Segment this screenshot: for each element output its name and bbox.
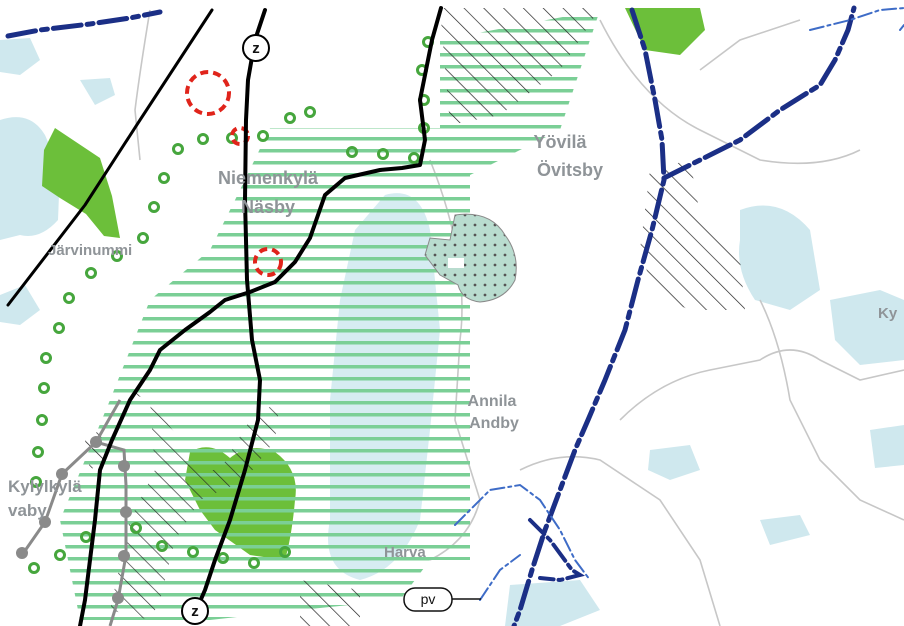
water-body (870, 425, 904, 468)
water-body (830, 290, 904, 365)
place-annila: Annila (468, 393, 517, 410)
water-body (0, 38, 40, 75)
place-kylylkyla: Kylylkylä (8, 477, 82, 496)
place-jarvinummi: Järvinummi (48, 242, 132, 259)
place-labels: Niemenkylä Näsby Yövilä Övitsby Annila A… (8, 132, 898, 561)
reserve-circle (253, 247, 283, 277)
reserve-circles (185, 70, 283, 277)
green-hatch-area (60, 10, 600, 620)
route-marker-bottom[interactable]: z (181, 597, 209, 625)
place-ovitsby: Övitsby (537, 160, 603, 180)
blue-boundaries (5, 5, 904, 626)
black-hatch-areas (85, 8, 745, 626)
reserve-circle (230, 126, 250, 146)
water-body (739, 205, 820, 310)
pv-label: pv (421, 591, 436, 607)
water-body (80, 78, 115, 105)
place-niemenkyla: Niemenkylä (218, 168, 319, 188)
water-body (648, 445, 700, 480)
water-body (760, 515, 810, 545)
place-nasby: Näsby (241, 197, 295, 217)
dotted-area (424, 213, 517, 303)
route-marker-label: z (252, 40, 260, 57)
water-body (0, 285, 40, 325)
place-vaby: vaby (8, 501, 47, 520)
water-body (505, 580, 600, 626)
place-ky: Ky (878, 305, 898, 322)
place-andby: Andby (469, 415, 519, 432)
route-markers: z z (181, 34, 270, 625)
gray-road (16, 399, 132, 626)
route-marker-top[interactable]: z (242, 34, 270, 62)
pv-marker[interactable]: pv (403, 587, 481, 612)
gray-boundaries (134, 9, 904, 626)
water-body (0, 117, 60, 240)
black-lines (6, 6, 443, 626)
route-marker-label: z (191, 603, 199, 620)
place-yovila: Yövilä (533, 132, 587, 152)
reserve-circle (185, 70, 231, 116)
place-harva: Harva (384, 544, 426, 561)
green-area (42, 128, 120, 238)
